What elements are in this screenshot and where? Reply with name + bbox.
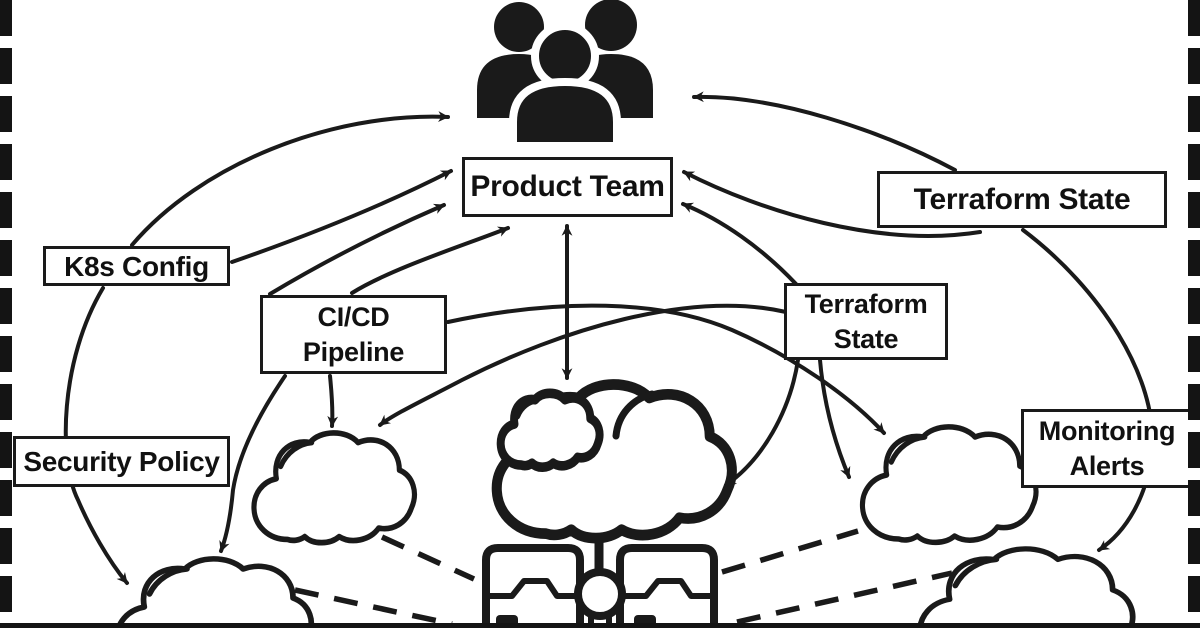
node-product-team: Product Team <box>462 157 673 217</box>
node-monitoring-alerts: Monitoring Alerts <box>1021 409 1193 488</box>
arrows <box>63 91 1155 585</box>
dashed-links <box>294 528 953 627</box>
cloud-icon-right <box>862 427 1036 543</box>
node-monitoring-alerts-line1: Monitoring <box>1038 415 1176 446</box>
cloud-icon-bottom-left <box>117 559 311 628</box>
bottom-border <box>0 623 1200 628</box>
cloud-icon-bottom-right <box>920 549 1133 628</box>
node-security-policy-label: Security Policy <box>23 446 220 477</box>
right-dashed-border <box>1188 0 1200 628</box>
left-dashed-border <box>0 0 12 628</box>
node-terraform-state-top-label: Terraform State <box>913 182 1131 216</box>
node-cicd-pipeline-line1: CI/CD <box>317 301 390 332</box>
node-terraform-state-top: Terraform State <box>877 171 1167 228</box>
cloud-storage-icon <box>482 384 732 628</box>
node-k8s-config-label: K8s Config <box>64 250 209 282</box>
node-monitoring-alerts-line2: Alerts <box>1069 450 1145 481</box>
node-terraform-state-mid-line2: State <box>833 323 899 354</box>
folder-icon-left <box>482 544 584 628</box>
node-cicd-pipeline: CI/CD Pipeline <box>260 295 447 374</box>
node-product-team-label: Product Team <box>470 170 665 204</box>
node-terraform-state-mid-line1: Terraform <box>804 288 928 319</box>
folder-icon-right <box>616 544 718 628</box>
node-security-policy: Security Policy <box>13 436 230 487</box>
node-k8s-config: K8s Config <box>43 246 230 286</box>
node-terraform-state-mid: Terraform State <box>784 283 948 360</box>
node-cicd-pipeline-line2: Pipeline <box>302 336 405 367</box>
team-icon <box>477 0 653 150</box>
cloud-icon-left <box>254 433 414 543</box>
